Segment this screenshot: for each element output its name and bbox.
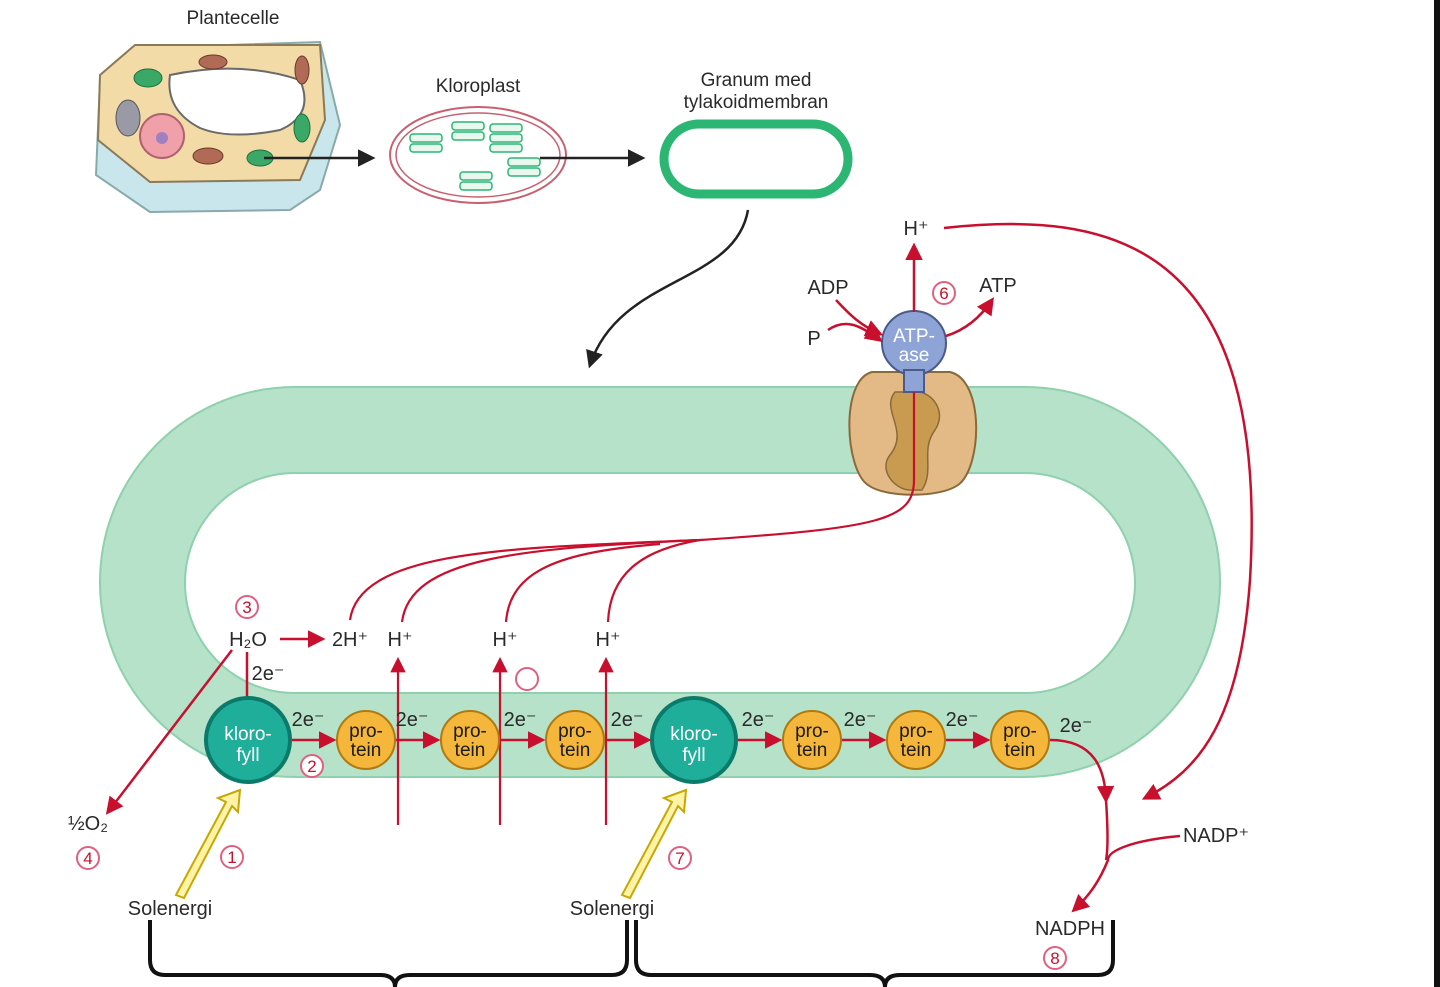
brace-light-reaction-1 [148, 920, 629, 987]
p-label: P [807, 328, 820, 350]
chloroplast-illustration [389, 106, 567, 204]
arrow-h-plus-to-nadph [943, 222, 1253, 800]
edge-label-4: 2e⁻ [611, 709, 644, 731]
arrow-p-to-atpase [827, 322, 883, 343]
chlorophyll-1-line2: fyll [236, 745, 259, 766]
protein-node-1 [336, 710, 396, 770]
edge-label-5: 2e⁻ [742, 709, 775, 731]
edge-label-3: 2e⁻ [504, 709, 537, 731]
protein-5-line2: tein [901, 740, 932, 761]
step-8-number: 8 [1050, 949, 1059, 968]
solar-energy-label-1: Solenergi [128, 898, 213, 920]
protein-2-line1: pro- [453, 721, 487, 742]
arrow-adp-to-atpase [835, 299, 884, 337]
protein-node-2 [440, 710, 500, 770]
edge-label-h2o: 2e⁻ [252, 663, 285, 685]
step-marker-3 [235, 595, 259, 619]
arrow-h2o-to-o2 [105, 649, 233, 815]
adp-label: ADP [807, 277, 848, 299]
step-marker-2 [300, 754, 324, 778]
step-3-number: 3 [242, 598, 251, 617]
h-plus-3-label: H⁺ [596, 629, 621, 651]
protein-1-line1: pro- [349, 721, 383, 742]
two-h-plus-label: 2H⁺ [332, 629, 368, 651]
atpase-label-line2: ase [899, 345, 930, 366]
step-marker-4 [76, 846, 100, 870]
solar-arrow-1 [174, 788, 242, 900]
protein-4-line1: pro- [795, 721, 829, 742]
edge-label-2: 2e⁻ [396, 709, 429, 731]
edge-label-1: 2e⁻ [292, 709, 325, 731]
step-marker-6 [932, 281, 956, 305]
step-2-number: 2 [307, 757, 316, 776]
granum-label-line1: Granum med [701, 70, 812, 91]
atp-label: ATP [979, 275, 1016, 297]
edge-nadp-to-nadph [1071, 834, 1181, 913]
edge-label-8: 2e⁻ [1060, 715, 1093, 737]
proton-curve-h1 [400, 538, 701, 623]
arrow-atpase-to-atp [945, 297, 994, 338]
h-plus-2-label: H⁺ [493, 629, 518, 651]
chlorophyll-2-line2: fyll [682, 745, 705, 766]
protein-node-5 [886, 710, 946, 770]
step-7-number: 7 [675, 849, 684, 868]
step-6-number: 6 [939, 284, 948, 303]
atp-synthase [848, 310, 978, 496]
protein-3-line1: pro- [558, 721, 592, 742]
chloroplast-label: Kloroplast [436, 76, 521, 97]
h-plus-1-label: H⁺ [388, 629, 413, 651]
solar-arrow-2 [620, 788, 688, 900]
page-right-border [1434, 0, 1440, 987]
protein-6-line2: tein [1005, 740, 1036, 761]
nadph-label: NADPH [1035, 918, 1105, 940]
step-marker-8 [1043, 946, 1067, 970]
chlorophyll-1-line1: kloro- [224, 724, 272, 745]
protein-node-4 [782, 710, 842, 770]
step-1-number: 1 [227, 848, 236, 867]
h-plus-top-label: H⁺ [904, 218, 929, 240]
plant-cell-label: Plantecelle [187, 8, 280, 29]
chlorophyll-node-1 [204, 696, 292, 784]
h2o-label: H₂O [229, 629, 267, 651]
granum-label-line2: tylakoidmembran [684, 92, 829, 113]
protein-5-line1: pro- [899, 721, 933, 742]
edge-label-7: 2e⁻ [946, 709, 979, 731]
atpase-label-line1: ATP- [893, 326, 935, 347]
half-o2-label: ½O₂ [68, 813, 108, 835]
chlorophyll-2-line1: kloro- [670, 724, 718, 745]
nadp-plus-label: NADP⁺ [1183, 825, 1249, 847]
edge-protein6-to-nadph [1049, 738, 1115, 804]
protein-2-line2: tein [455, 740, 486, 761]
empty-step-marker [515, 667, 539, 691]
protein-node-3 [545, 710, 605, 770]
edge-label-6: 2e⁻ [844, 709, 877, 731]
protein-4-line2: tein [797, 740, 828, 761]
proton-curve-h3 [606, 538, 701, 623]
step-marker-7 [668, 846, 692, 870]
edge-merge [1104, 799, 1109, 861]
arrow-granum-to-membrane [586, 209, 750, 369]
brace-light-reaction-2 [634, 920, 1115, 987]
protein-node-6 [990, 710, 1050, 770]
proton-curve-h2 [504, 542, 661, 623]
step-marker-1 [220, 845, 244, 869]
protein-3-line2: tein [560, 740, 591, 761]
protein-6-line1: pro- [1003, 721, 1037, 742]
chlorophyll-node-2 [650, 696, 738, 784]
granum-illustration [659, 119, 853, 199]
protein-1-line2: tein [351, 740, 382, 761]
plant-cell-illustration [94, 40, 342, 214]
step-4-number: 4 [83, 849, 92, 868]
solar-energy-label-2: Solenergi [570, 898, 655, 920]
